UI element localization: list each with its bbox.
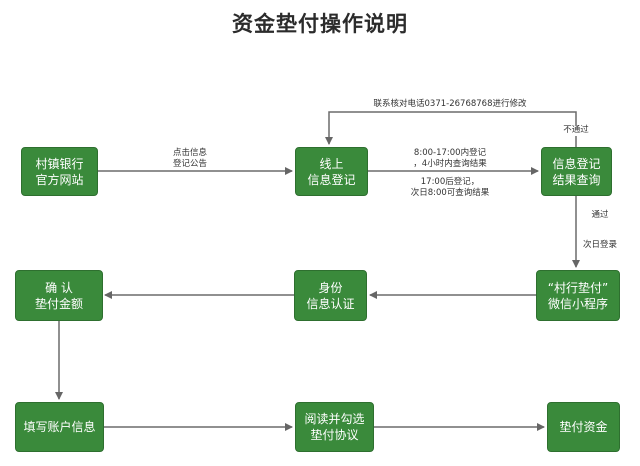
node-wechat-mini-program: “村行垫付” 微信小程序: [536, 270, 620, 321]
edge-label-line: 点击信息: [172, 148, 207, 158]
node-text: 垫付金额: [34, 296, 83, 311]
edge-label-fail: 不通过: [558, 125, 594, 136]
node-text: 结果查询: [552, 172, 601, 187]
node-text: 垫付协议: [310, 428, 359, 442]
edge-label-next-day-login: 次日登录: [582, 240, 617, 250]
edge-n3-n2-loop: [325, 111, 577, 147]
node-registration-result-query: 信息登记 结果查询: [541, 147, 612, 196]
node-bank-website: 村镇银行 官方网站: [21, 147, 98, 196]
node-read-agreement: 阅读并勾选 垫付协议: [295, 402, 374, 452]
node-text: 确 认: [45, 280, 73, 295]
node-confirm-amount: 确 认 垫付金额: [15, 270, 103, 321]
node-text: “村行垫付”: [547, 280, 609, 295]
edge-label-loop: 联系核对电话0371-26768768进行修改: [373, 99, 527, 109]
edge-label-line: 8:00-17:00内登记: [413, 148, 487, 158]
node-text: 身份: [318, 280, 343, 295]
edge-label-line: 登记公告: [172, 159, 207, 169]
edge-label-line: ，4小时内查询结果: [413, 159, 487, 169]
edge-label-n1-n2: 点击信息 登记公告: [160, 148, 220, 170]
edge-label-n2-n3-bottom: 17:00后登记， 次日8:00可查询结果: [405, 177, 495, 199]
node-online-registration: 线上 信息登记: [295, 147, 368, 196]
node-text: 线上: [319, 156, 344, 171]
node-fill-account-info: 填写账户信息: [15, 402, 104, 452]
node-text: 微信小程序: [547, 296, 608, 311]
node-advance-funds: 垫付资金: [547, 402, 620, 452]
node-text: 阅读并勾选: [304, 412, 365, 426]
node-text: 信息登记: [307, 172, 356, 187]
node-text: 信息认证: [306, 296, 355, 311]
diagram-title: 资金垫付操作说明: [232, 12, 408, 36]
node-text: 官方网站: [35, 172, 84, 187]
edge-label-line: 次日8:00可查询结果: [410, 188, 490, 198]
edge-label-line: 17:00后登记，: [420, 177, 480, 187]
edge-label-n2-n3-top: 8:00-17:00内登记 ，4小时内查询结果: [405, 148, 495, 170]
edge-label-pass: 通过: [591, 210, 609, 220]
node-text: 村镇银行: [35, 156, 84, 171]
node-text: 填写账户信息: [23, 420, 96, 434]
node-text: 垫付资金: [559, 420, 608, 434]
node-identity-verification: 身份 信息认证: [294, 270, 367, 321]
node-text: 信息登记: [552, 156, 601, 171]
